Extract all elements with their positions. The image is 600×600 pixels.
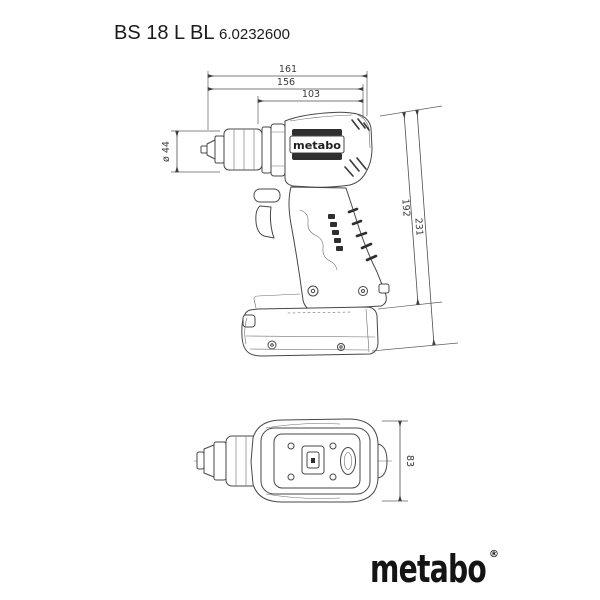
trigger	[255, 205, 275, 239]
housing-vents	[344, 118, 370, 177]
screw-top-view	[287, 473, 295, 481]
dimension-width: 83	[382, 420, 415, 502]
tool-branding-label: metabo	[293, 140, 341, 152]
battery-pack	[241, 293, 379, 357]
dim-44-label: ø 44	[161, 141, 172, 162]
battery-screw	[337, 343, 345, 351]
dim-156-label: 156	[277, 77, 295, 88]
screw-top-view	[329, 442, 337, 450]
dimension-chuck-diameter: ø 44	[161, 130, 220, 173]
dimension-height-to-handle: 192	[377, 105, 443, 310]
dim-231-label: 231	[412, 217, 424, 236]
metabo-logo-text: metabo	[370, 547, 486, 591]
brand-panel-bottom-band	[292, 153, 342, 160]
dimension-height-total: 231	[371, 109, 459, 352]
dim-161-label: 161	[279, 64, 297, 75]
metabo-logo: metabo ®	[370, 547, 499, 591]
article-number: 6.0232600	[219, 26, 290, 43]
dimension-annotations: 161 156 103 ø 44 192	[161, 64, 459, 502]
brand-panel-top-band	[292, 129, 342, 136]
battery-latch-top-view	[301, 445, 325, 475]
dimension-housing-length: 103	[257, 89, 364, 124]
direction-switch	[253, 188, 281, 203]
chuck	[200, 123, 286, 177]
dim-83-label: 83	[404, 455, 415, 467]
belt-hook-screw	[358, 286, 368, 296]
battery-screw	[267, 340, 277, 350]
dimension-length-total: 161	[207, 64, 368, 130]
dim-192-label: 192	[399, 198, 411, 217]
screw-top-view	[329, 473, 337, 481]
registered-trademark-symbol: ®	[489, 549, 499, 560]
grip-handle	[288, 186, 390, 311]
dim-103-label: 103	[302, 89, 320, 100]
top-view-drill	[194, 418, 392, 503]
grip-screw	[307, 285, 319, 297]
battery-release-button	[242, 314, 256, 328]
body-top-view	[250, 418, 388, 503]
side-view-drill: metabo	[200, 111, 390, 357]
product-model-title: BS 18 L BL	[114, 22, 214, 44]
rear-knob	[378, 283, 390, 294]
battery-end-cap	[377, 443, 388, 479]
screw-top-view	[287, 442, 295, 450]
motor-housing: metabo	[284, 111, 373, 188]
rear-grip-oval	[340, 447, 356, 475]
